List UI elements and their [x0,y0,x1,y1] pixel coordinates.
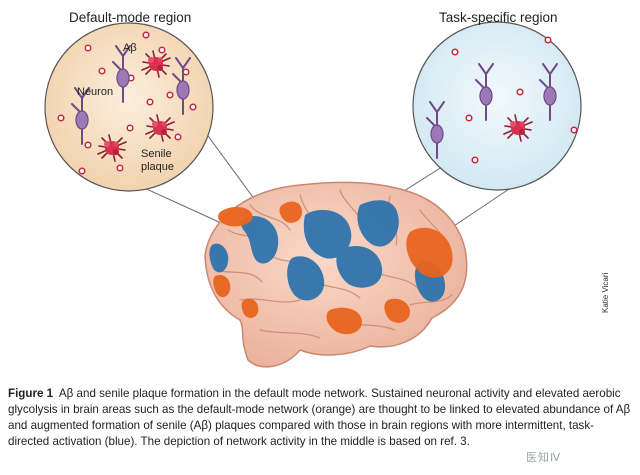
neuron-label: Neuron [77,86,113,98]
default-mode-title: Default-mode region [69,10,191,25]
senile-plaque-label-line2: plaque [141,161,174,173]
brain-illustration [204,181,468,368]
abeta-dots-right [451,36,578,164]
abeta-dots-left [57,31,197,175]
figure-caption-text: Aβ and senile plaque formation in the de… [8,387,631,448]
illustrator-credit: Katie Vicari [601,272,610,313]
orange-activity-regions [213,201,453,335]
abeta-label: Aβ [123,42,137,54]
figure-label: Figure 1 [8,387,54,400]
task-specific-circle [412,21,582,191]
watermark: 医知Ⅳ [526,452,562,464]
senile-plaque-label-line1: Senile [141,148,172,160]
default-mode-circle: Aβ Neuron Senile plaque [44,22,214,192]
task-specific-title: Task-specific region [439,10,558,25]
figure-caption: Figure 1 Aβ and senile plaque formation … [8,386,632,450]
